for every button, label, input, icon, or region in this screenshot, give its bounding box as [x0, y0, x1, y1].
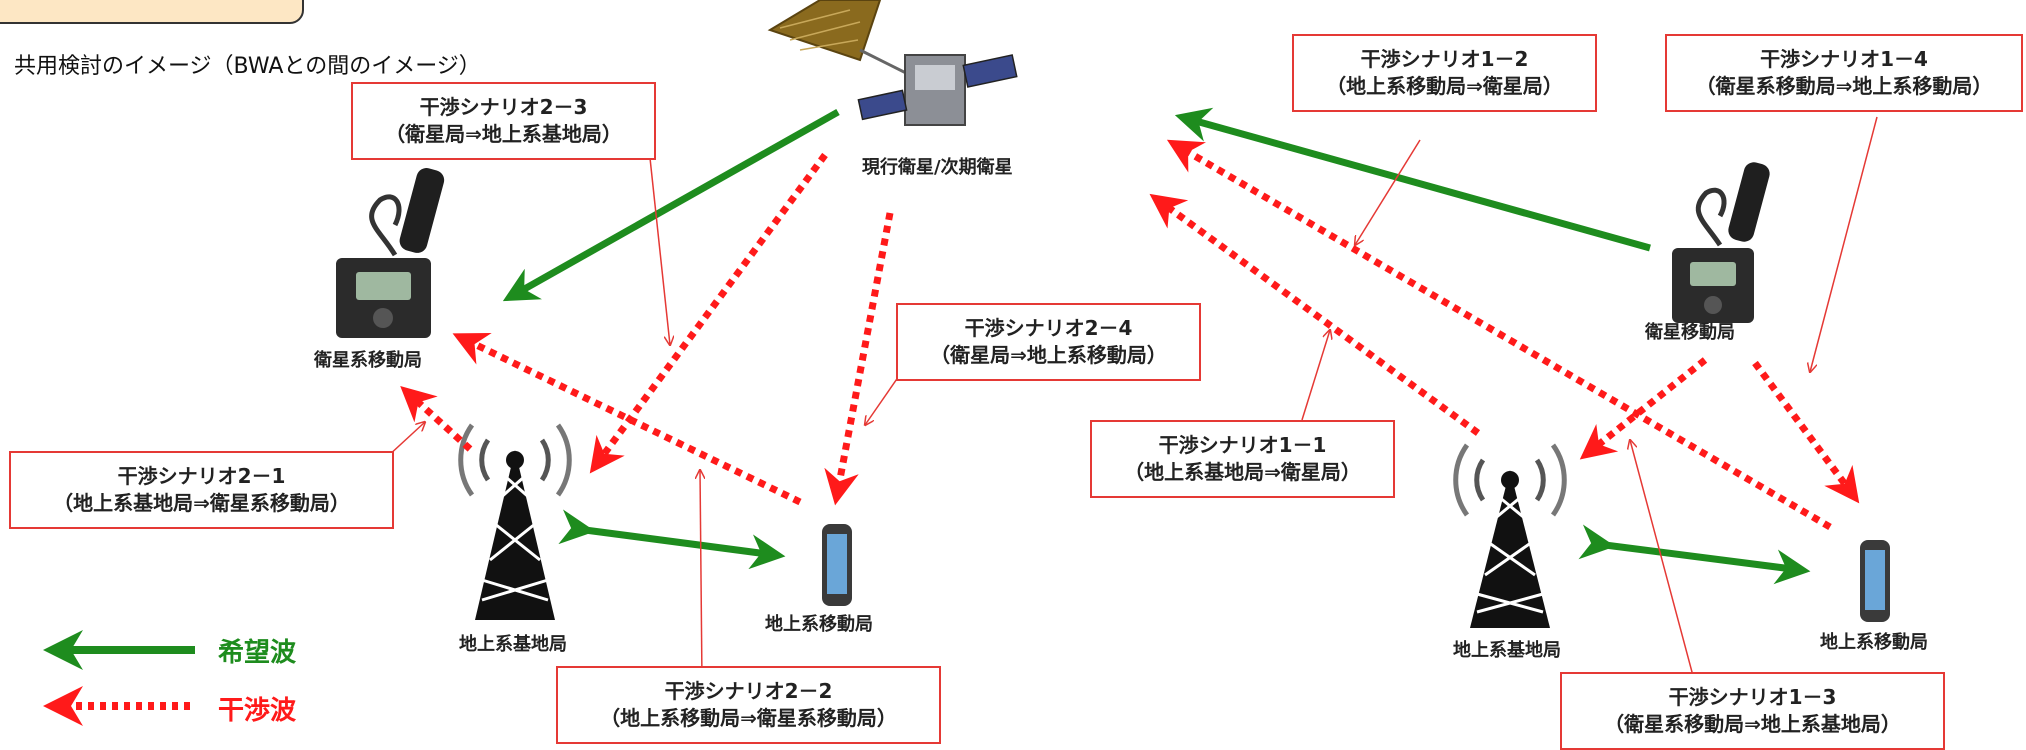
ground-mobile-phone-icon — [822, 524, 852, 606]
base-station-tower-right-icon — [1453, 443, 1567, 628]
sat-mobile-left-label: 衛星系移動局 — [314, 350, 422, 371]
scenario-1-2-desc: （地上系移動局⇒衛星局） — [1326, 74, 1563, 98]
scenario-2-2-box: 干渉シナリオ2－2 （地上系移動局⇒衛星系移動局） — [556, 666, 941, 744]
scenario-2-1-desc: （地上系基地局⇒衛星系移動局） — [53, 491, 350, 515]
scenario-1-1-box: 干渉シナリオ1－1 （地上系基地局⇒衛星局） — [1090, 420, 1395, 498]
sat-mobile-right-label: 衛星移動局 — [1645, 322, 1735, 343]
interference-mobile-to-satmobile-left — [452, 332, 802, 506]
subtitle: 共用検討のイメージ（BWAとの間のイメージ） — [14, 54, 481, 79]
scenario-1-3-desc: （衛星系移動局⇒地上系基地局） — [1604, 712, 1901, 736]
scenario-2-3-box: 干渉シナリオ2－3 （衛星局⇒地上系基地局） — [351, 82, 656, 160]
base-station-tower-icon — [458, 423, 572, 620]
satellite-icon — [767, 0, 1018, 126]
scenario-1-3-title: 干渉シナリオ1－3 — [1668, 685, 1837, 709]
scenario-1-1-desc: （地上系基地局⇒衛星局） — [1124, 460, 1361, 484]
ground-mobile-right-label: 地上系移動局 — [1820, 632, 1928, 653]
interference-mobile-to-sat-right — [1166, 139, 1832, 531]
scenario-1-4-desc: （衛星系移動局⇒地上系移動局） — [1695, 74, 1993, 98]
desired-arrow-sat-to-satmobile — [502, 108, 840, 302]
header-tab — [0, 0, 304, 24]
desired-arrow-base-mobile-left — [558, 509, 786, 570]
interference-base-to-satmobile-left — [400, 385, 473, 452]
scenario-2-1-box: 干渉シナリオ2－1 （地上系基地局⇒衛星系移動局） — [9, 451, 394, 529]
scenario-2-2-desc: （地上系移動局⇒衛星系移動局） — [600, 706, 897, 730]
scenario-2-3-title: 干渉シナリオ2－3 — [419, 95, 588, 119]
interference-arrows — [400, 139, 1860, 531]
legend-interference-label: 干渉波 — [218, 696, 297, 726]
interference-base-to-sat-right — [1149, 193, 1481, 436]
scenario-1-2-title: 干渉シナリオ1－2 — [1360, 47, 1529, 71]
scenario-2-2-title: 干渉シナリオ2－2 — [664, 679, 833, 703]
desired-wave-arrows — [502, 107, 1811, 585]
legend-desired-label: 希望波 — [218, 638, 297, 668]
ground-mobile-left-label: 地上系移動局 — [765, 614, 873, 635]
scenario-1-1-title: 干渉シナリオ1－1 — [1158, 433, 1327, 457]
desired-arrow-base-mobile-right — [1578, 524, 1811, 585]
scenario-1-3-box: 干渉シナリオ1－3 （衛星系移動局⇒地上系基地局） — [1560, 672, 1945, 750]
satellite-mobile-terminal-right-icon — [1672, 162, 1770, 323]
scenario-2-3-desc: （衛星局⇒地上系基地局） — [385, 122, 622, 146]
scenario-1-4-title: 干渉シナリオ1－4 — [1760, 47, 1928, 71]
callout-lines — [349, 116, 1878, 703]
ground-mobile-phone-right-icon — [1860, 540, 1890, 622]
satellite-mobile-terminal-icon — [336, 168, 445, 338]
base-right-label: 地上系基地局 — [1453, 640, 1561, 661]
scenario-1-2-box: 干渉シナリオ1－2 （地上系移動局⇒衛星局） — [1292, 34, 1597, 112]
scenario-2-1-title: 干渉シナリオ2－1 — [117, 464, 286, 488]
scenario-2-4-title: 干渉シナリオ2－4 — [964, 316, 1133, 340]
desired-arrow-satmobile-to-sat — [1174, 107, 1651, 252]
interference-satmobile-to-mobile-right — [1752, 360, 1860, 504]
scenario-2-4-box: 干渉シナリオ2－4 （衛星局⇒地上系移動局） — [896, 303, 1201, 381]
interference-sat-to-mobile-left — [824, 212, 894, 506]
interference-sat-to-base-left — [589, 152, 828, 474]
satellite-label: 現行衛星/次期衛星 — [862, 157, 1013, 178]
interference-satmobile-to-base-right — [1579, 357, 1708, 460]
scenario-1-4-box: 干渉シナリオ1－4 （衛星系移動局⇒地上系移動局） — [1665, 34, 2023, 112]
base-left-label: 地上系基地局 — [459, 634, 567, 655]
scenario-2-4-desc: （衛星局⇒地上系移動局） — [930, 343, 1167, 367]
